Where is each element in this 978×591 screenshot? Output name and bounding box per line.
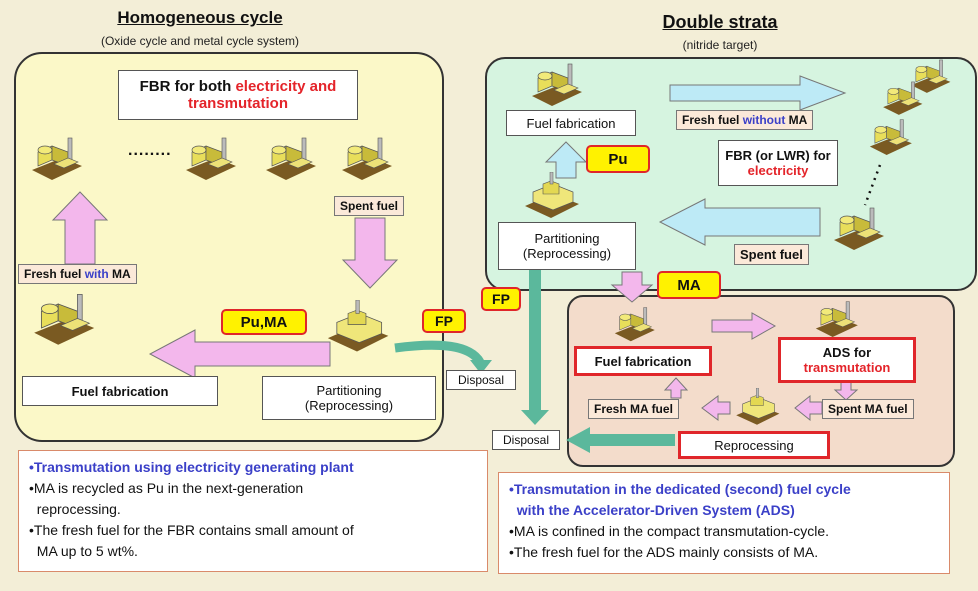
spent-fuel-tag: Spent fuel <box>334 196 405 216</box>
pu-ma-badge: Pu,MA <box>221 309 307 335</box>
nuclear-plant-icon <box>833 207 885 251</box>
notes-left: •Transmutation using electricity generat… <box>18 450 488 572</box>
nuclear-plant-icon <box>869 119 913 156</box>
fbr-label: FBR for both electricity and transmutati… <box>118 70 358 120</box>
reprocessing-plant-icon <box>524 172 580 219</box>
reprocessing-plant-icon <box>327 300 389 352</box>
nuclear-plant-icon <box>265 137 317 181</box>
notes-right-line: •MA is confined in the compact transmuta… <box>509 523 830 539</box>
fresh-fuel-without-ma-tag: Fresh fuel without MA <box>676 110 814 130</box>
arrow-fp-left <box>394 340 484 365</box>
arrow-to-fresh-ma <box>701 395 731 421</box>
nuclear-plant-icon <box>882 81 923 116</box>
arrow-fresh-fuel-up <box>51 191 109 265</box>
arrow-fp-left-head <box>470 360 492 374</box>
double-strata-subtitle: (nitride target) <box>682 38 758 52</box>
partitioning-right: Partitioning (Reprocessing) <box>498 222 636 270</box>
nuclear-plant-icon <box>185 137 237 181</box>
fbr-lwr-label: FBR (or LWR) for electricity <box>718 140 838 186</box>
nuclear-plant-icon <box>815 301 859 338</box>
nuclear-plant-icon <box>531 63 583 107</box>
with-text: with <box>84 267 109 281</box>
fbr-label-c: transmutation <box>187 95 288 112</box>
notes-right: •Transmutation in the dedicated (second)… <box>498 472 950 574</box>
homogeneous-cycle-title: Homogeneous cycle <box>117 8 283 27</box>
notes-left-line: •The fresh fuel for the FBR contains sma… <box>29 522 354 538</box>
notes-left-heading: •Transmutation using electricity generat… <box>29 459 354 475</box>
ads-fuel-fabrication: Fuel fabrication <box>574 346 712 376</box>
reprocessing-plant-icon <box>735 388 780 426</box>
nuclear-plant-icon <box>614 307 656 342</box>
pu-badge: Pu <box>586 145 650 173</box>
disposal-right: Disposal <box>492 430 560 450</box>
ma-text: MA <box>108 267 131 281</box>
transmutation-text: transmutation <box>803 360 891 375</box>
dotted-connector <box>863 164 882 206</box>
arrow-pu-ma-left <box>148 329 331 379</box>
arrow-spent-ma-left <box>794 394 823 422</box>
arrow-fresh-fuel-right <box>669 75 847 111</box>
fbr-label-b: electricity and <box>235 78 337 95</box>
ads-text: ADS for <box>822 345 872 360</box>
fp-badge-right: FP <box>481 287 521 311</box>
ma-badge: MA <box>657 271 721 299</box>
notes-right-heading: •Transmutation in the dedicated (second)… <box>509 481 851 497</box>
partitioning-label: Partitioning <box>316 383 382 398</box>
fresh-fuel-text: Fresh fuel <box>24 267 85 281</box>
disposal-left: Disposal <box>446 370 516 390</box>
fresh-fuel-text: Fresh fuel <box>682 113 743 127</box>
homogeneous-cycle-subtitle: (Oxide cycle and metal cycle system) <box>100 34 300 48</box>
ma-text: MA <box>785 113 808 127</box>
fuel-fabrication-left: Fuel fabrication <box>22 376 218 406</box>
fp-badge-left: FP <box>422 309 466 333</box>
fbr-lwr-text: FBR (or LWR) for <box>725 148 831 163</box>
arrow-fresh-ma-up <box>663 377 689 399</box>
arrow-to-ads <box>711 312 777 340</box>
arrow-pu-up <box>544 141 588 179</box>
reprocessing-label: (Reprocessing) <box>522 246 612 261</box>
ads-transmutation-box: ADS for transmutation <box>778 337 916 383</box>
fbr-label-a: FBR for both <box>139 78 236 95</box>
arrow-ma-down <box>610 271 654 303</box>
partitioning-label: Partitioning <box>534 231 600 246</box>
arrow-spent-fuel-down <box>341 217 399 289</box>
fresh-fuel-with-ma-tag: Fresh fuel with MA <box>18 264 137 284</box>
notes-right-heading: with the Accelerator-Driven System (ADS) <box>509 502 795 518</box>
notes-left-line: reprocessing. <box>29 501 121 517</box>
arrow-spent-fuel-left <box>658 198 821 246</box>
notes-left-line: MA up to 5 wt%. <box>29 543 138 559</box>
ellipsis-dots: ........ <box>128 142 172 159</box>
arrow-fp-down <box>521 270 549 425</box>
double-strata-title: Double strata <box>662 12 778 32</box>
electricity-text: electricity <box>747 163 809 178</box>
notes-right-line: •The fresh fuel for the ADS mainly consi… <box>509 544 819 560</box>
arrow-to-disposal <box>566 427 675 453</box>
notes-left-line: •MA is recycled as Pu in the next-genera… <box>29 480 304 496</box>
nuclear-plant-icon <box>33 293 95 346</box>
reprocessing-box: Reprocessing <box>678 431 830 459</box>
reprocessing-label: (Reprocessing) <box>304 398 394 413</box>
spent-ma-fuel-tag: Spent MA fuel <box>822 399 914 419</box>
fresh-ma-fuel-tag: Fresh MA fuel <box>588 399 679 419</box>
spent-fuel-right-tag: Spent fuel <box>734 244 809 265</box>
partitioning-left: Partitioning (Reprocessing) <box>262 376 436 420</box>
nuclear-plant-icon <box>31 137 83 181</box>
nuclear-plant-icon <box>341 137 393 181</box>
fuel-fabrication-upper: Fuel fabrication <box>506 110 636 136</box>
without-text: without <box>742 113 786 127</box>
